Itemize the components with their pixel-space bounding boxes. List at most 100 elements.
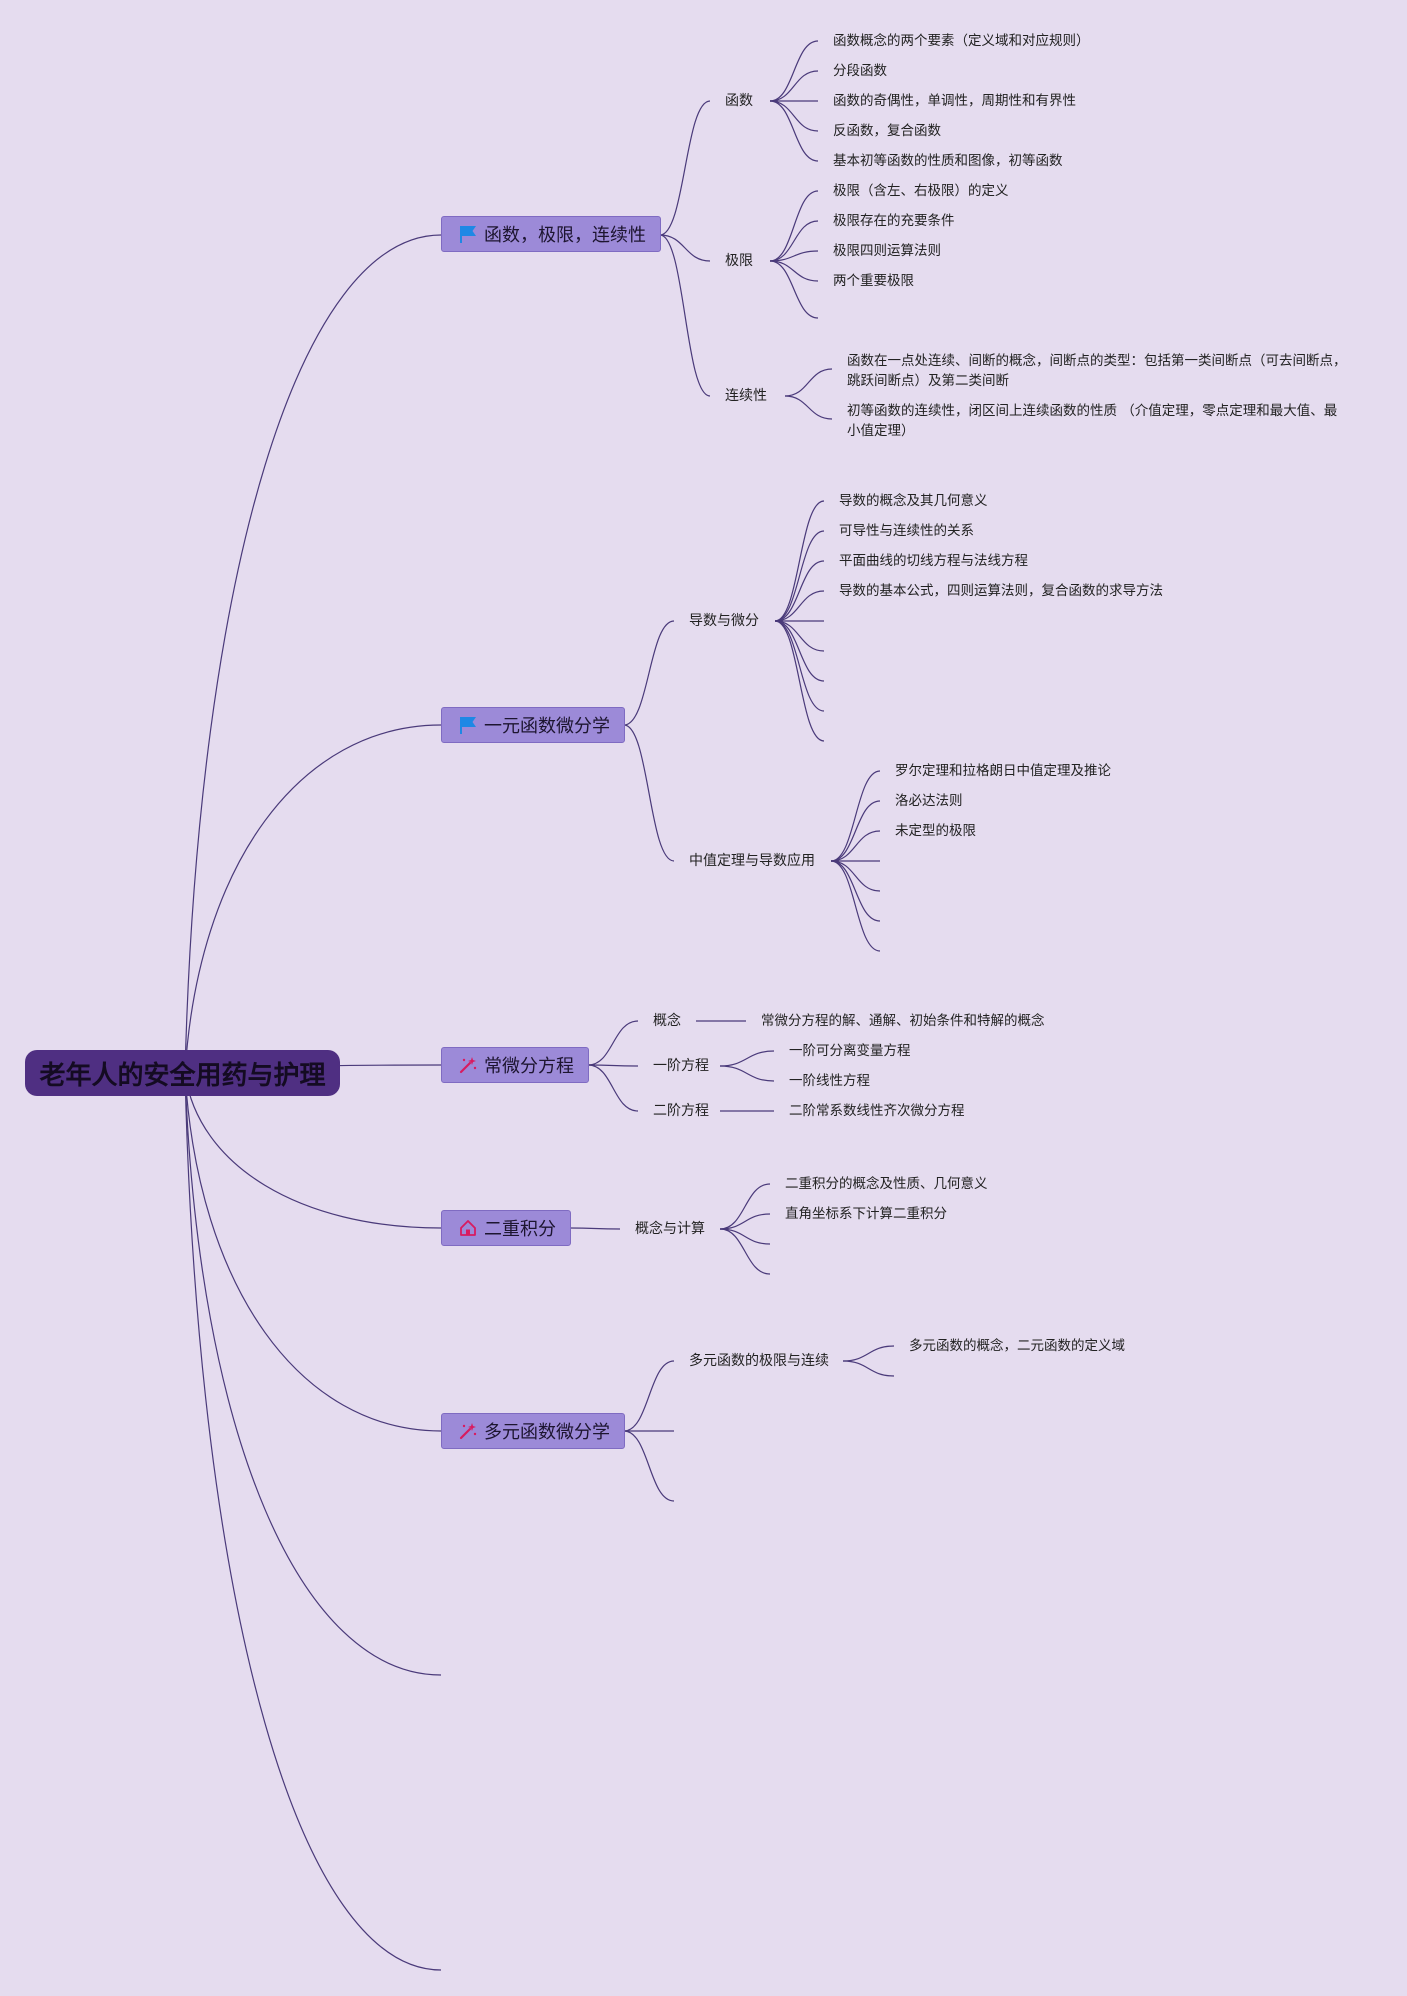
connector-line	[774, 560, 825, 622]
branch-double-integral[interactable]: 二重积分	[441, 1210, 571, 1246]
connector-line	[842, 1345, 895, 1362]
subtopic-limit[interactable]: 极限	[725, 253, 753, 269]
leaf-item[interactable]: 二重积分的概念及性质、几何意义	[785, 1176, 988, 1192]
connector-line	[774, 530, 825, 622]
connector-line	[659, 234, 711, 262]
connector-line	[623, 1360, 675, 1432]
subtopic-function[interactable]: 函数	[725, 93, 753, 109]
leaf-item[interactable]: 平面曲线的切线方程与法线方程	[839, 553, 1028, 569]
connector-line	[719, 1050, 775, 1067]
leaf-item[interactable]: 分段函数	[833, 63, 887, 79]
leaf-item[interactable]: 极限存在的充要条件	[833, 213, 955, 229]
connector-line	[784, 395, 833, 420]
connector-line	[784, 368, 833, 397]
branch-label: 二重积分	[484, 1219, 556, 1240]
connector-line	[623, 724, 675, 862]
magic-wand-icon	[458, 1055, 478, 1075]
leaf-item[interactable]: 一阶可分离变量方程	[789, 1043, 911, 1059]
subtopic-continuity[interactable]: 连续性	[725, 388, 767, 404]
leaf-item[interactable]: 导数的概念及其几何意义	[839, 493, 988, 509]
connector-line	[842, 1360, 895, 1377]
connector-line	[719, 1183, 771, 1230]
connector-line	[769, 70, 819, 102]
connector-line	[587, 1064, 639, 1112]
connector-line	[774, 620, 825, 712]
connector-line	[830, 830, 881, 862]
subtopic-concept-and-computation[interactable]: 概念与计算	[635, 1221, 705, 1237]
leaf-item[interactable]: 极限（含左、右极限）的定义	[833, 183, 1009, 199]
connector-line	[830, 860, 881, 922]
connector-line	[719, 1228, 771, 1275]
connector-line	[587, 1064, 639, 1067]
connector-line	[569, 1227, 621, 1230]
connector-line	[774, 500, 825, 622]
connector-line	[184, 1072, 442, 1676]
branch-multivariable-calculus[interactable]: 多元函数微分学	[441, 1413, 625, 1449]
leaf-item[interactable]: 罗尔定理和拉格朗日中值定理及推论	[895, 763, 1111, 779]
flag-icon	[458, 224, 478, 244]
branch-functions-limits-continuity[interactable]: 函数，极限，连续性	[441, 216, 661, 252]
connector-line	[659, 100, 711, 236]
leaf-item[interactable]: 反函数，复合函数	[833, 123, 941, 139]
branch-ode[interactable]: 常微分方程	[441, 1047, 589, 1083]
connector-line	[774, 590, 825, 622]
connector-line	[830, 800, 881, 862]
connector-line	[830, 770, 881, 862]
connector-line	[830, 860, 881, 892]
leaf-item[interactable]: 导数的基本公式，四则运算法则，复合函数的求导方法	[839, 583, 1163, 599]
subtopic-first-order[interactable]: 一阶方程	[653, 1058, 709, 1074]
connector-line	[587, 1020, 639, 1066]
branch-label: 函数，极限，连续性	[484, 225, 646, 246]
connector-line	[830, 860, 881, 952]
subtopic-multivariable-limit[interactable]: 多元函数的极限与连续	[689, 1353, 829, 1369]
connector-line	[719, 1065, 775, 1082]
connector-line	[719, 1213, 771, 1230]
magic-wand-icon	[458, 1421, 478, 1441]
subtopic-mean-value[interactable]: 中值定理与导数应用	[689, 853, 815, 869]
leaf-item[interactable]: 多元函数的概念，二元函数的定义域	[909, 1338, 1125, 1354]
connector-line	[184, 1072, 442, 1971]
leaf-item[interactable]: 一阶线性方程	[789, 1073, 870, 1089]
connector-line	[769, 40, 819, 102]
connector-line	[184, 724, 442, 1074]
connector-line	[769, 190, 819, 262]
leaf-item[interactable]: 极限四则运算法则	[833, 243, 941, 259]
leaf-item[interactable]: 二阶常系数线性齐次微分方程	[789, 1103, 965, 1119]
leaf-item[interactable]: 未定型的极限	[895, 823, 976, 839]
branch-label: 一元函数微分学	[484, 716, 610, 737]
connector-line	[769, 100, 819, 132]
branch-label: 常微分方程	[484, 1056, 574, 1077]
connector-line	[769, 260, 819, 319]
connector-line	[774, 620, 825, 682]
leaf-item[interactable]: 直角坐标系下计算二重积分	[785, 1206, 947, 1222]
connector-line	[769, 260, 819, 282]
connector-line	[184, 1072, 442, 1432]
root-topic[interactable]: 老年人的安全用药与护理	[25, 1050, 340, 1096]
connector-line	[769, 250, 819, 262]
connector-line	[659, 234, 711, 397]
branch-single-variable-calculus[interactable]: 一元函数微分学	[441, 707, 625, 743]
house-icon	[458, 1218, 478, 1238]
subtopic-derivative[interactable]: 导数与微分	[689, 613, 759, 629]
leaf-item[interactable]: 洛必达法则	[895, 793, 963, 809]
leaf-item[interactable]: 常微分方程的解、通解、初始条件和特解的概念	[761, 1013, 1045, 1029]
connector-line	[719, 1228, 771, 1245]
root-topic-label: 老年人的安全用药与护理	[39, 1060, 326, 1091]
connector-line	[184, 1072, 442, 1229]
leaf-item[interactable]: 可导性与连续性的关系	[839, 523, 974, 539]
leaf-item[interactable]: 基本初等函数的性质和图像，初等函数	[833, 153, 1063, 169]
connector-line	[769, 220, 819, 262]
subtopic-concept[interactable]: 概念	[653, 1013, 681, 1029]
connector-line	[769, 100, 819, 162]
leaf-item[interactable]: 函数在一点处连续、间断的概念，间断点的类型：包括第一类间断点（可去间断点，跳跃间…	[847, 353, 1347, 389]
connector-line	[774, 620, 825, 742]
subtopic-second-order[interactable]: 二阶方程	[653, 1103, 709, 1119]
leaf-item[interactable]: 函数概念的两个要素（定义域和对应规则）	[833, 33, 1090, 49]
leaf-item[interactable]: 初等函数的连续性，闭区间上连续函数的性质 （介值定理，零点定理和最大值、最小值定…	[847, 403, 1338, 439]
leaf-item[interactable]: 两个重要极限	[833, 273, 914, 289]
connector-line	[623, 620, 675, 726]
branch-label: 多元函数微分学	[484, 1422, 610, 1443]
leaf-item[interactable]: 函数的奇偶性，单调性，周期性和有界性	[833, 93, 1076, 109]
